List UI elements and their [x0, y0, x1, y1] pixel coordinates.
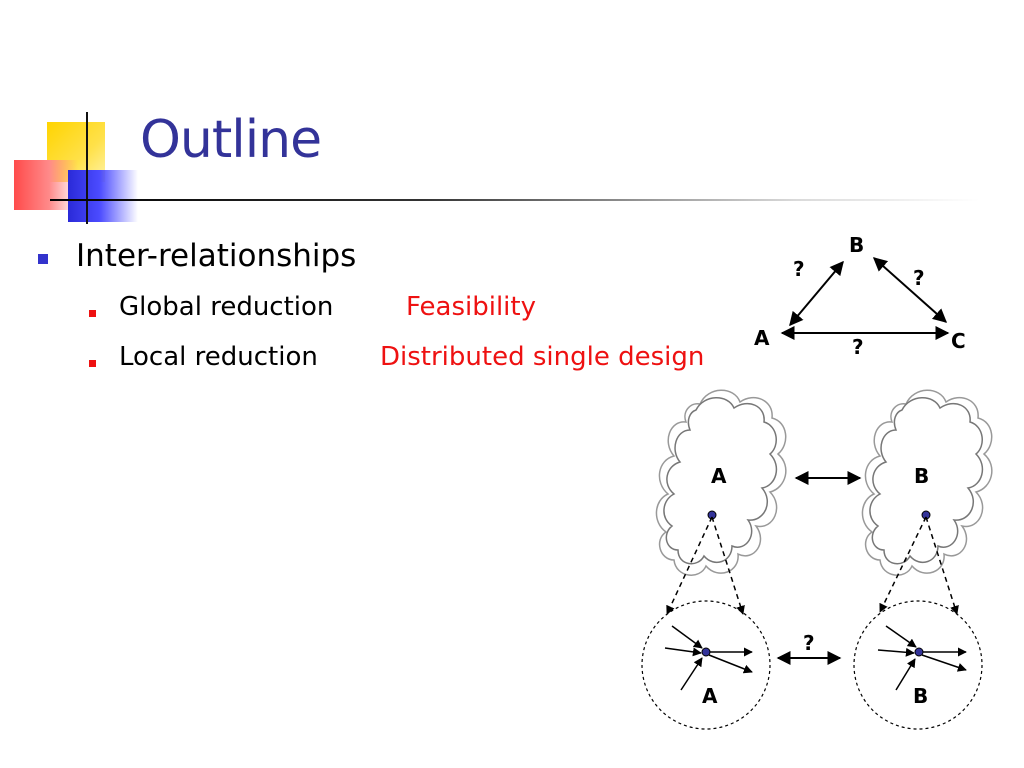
incoming-arrow	[885, 625, 917, 648]
local-label-a: A	[702, 684, 718, 708]
node-dot-local-a	[701, 647, 711, 657]
local-label-b: B	[913, 684, 928, 708]
edge-b-c	[872, 257, 948, 323]
page-title: Outline	[140, 110, 322, 170]
node-label-a: A	[754, 326, 770, 350]
edge-label-bc: ?	[913, 266, 925, 290]
bullet-square-icon	[38, 254, 48, 264]
incoming-arrow	[671, 625, 703, 649]
outgoing-arrow	[708, 654, 753, 674]
sub-bullet-square-icon	[89, 310, 96, 317]
cloud-label-a: A	[711, 464, 727, 488]
logo-vertical-line	[86, 112, 88, 224]
incoming-arrow	[664, 647, 702, 657]
edge-label-ab: ?	[793, 257, 805, 281]
highlight-distributed-single-design: Distributed single design	[380, 342, 705, 372]
node-label-c: C	[951, 329, 966, 353]
logo-red-square	[14, 160, 78, 210]
cloud-label-b: B	[914, 464, 929, 488]
sub-bullet-local-reduction: Local reduction	[119, 342, 318, 372]
projection-a-right	[711, 516, 745, 615]
node-dot-local-b	[914, 647, 924, 657]
sub-bullet-global-reduction: Global reduction	[119, 292, 334, 322]
bullet-inter-relationships: Inter-relationships	[76, 238, 357, 274]
incoming-arrow	[877, 647, 915, 657]
incoming-arrow	[895, 658, 916, 691]
projection-b-right	[925, 516, 959, 615]
edge-label-local: ?	[803, 631, 815, 655]
logo-blue-square	[68, 170, 138, 222]
incoming-arrow	[680, 657, 703, 691]
outgoing-arrow	[921, 654, 967, 672]
local-circle-b	[853, 600, 983, 730]
title-underline	[50, 199, 980, 201]
edge-label-ac: ?	[852, 335, 864, 359]
highlight-feasibility: Feasibility	[406, 292, 536, 322]
node-label-b: B	[849, 233, 864, 257]
local-circle-a	[641, 600, 771, 730]
edge-a-b	[789, 260, 844, 327]
sub-bullet-square-icon	[89, 360, 96, 367]
